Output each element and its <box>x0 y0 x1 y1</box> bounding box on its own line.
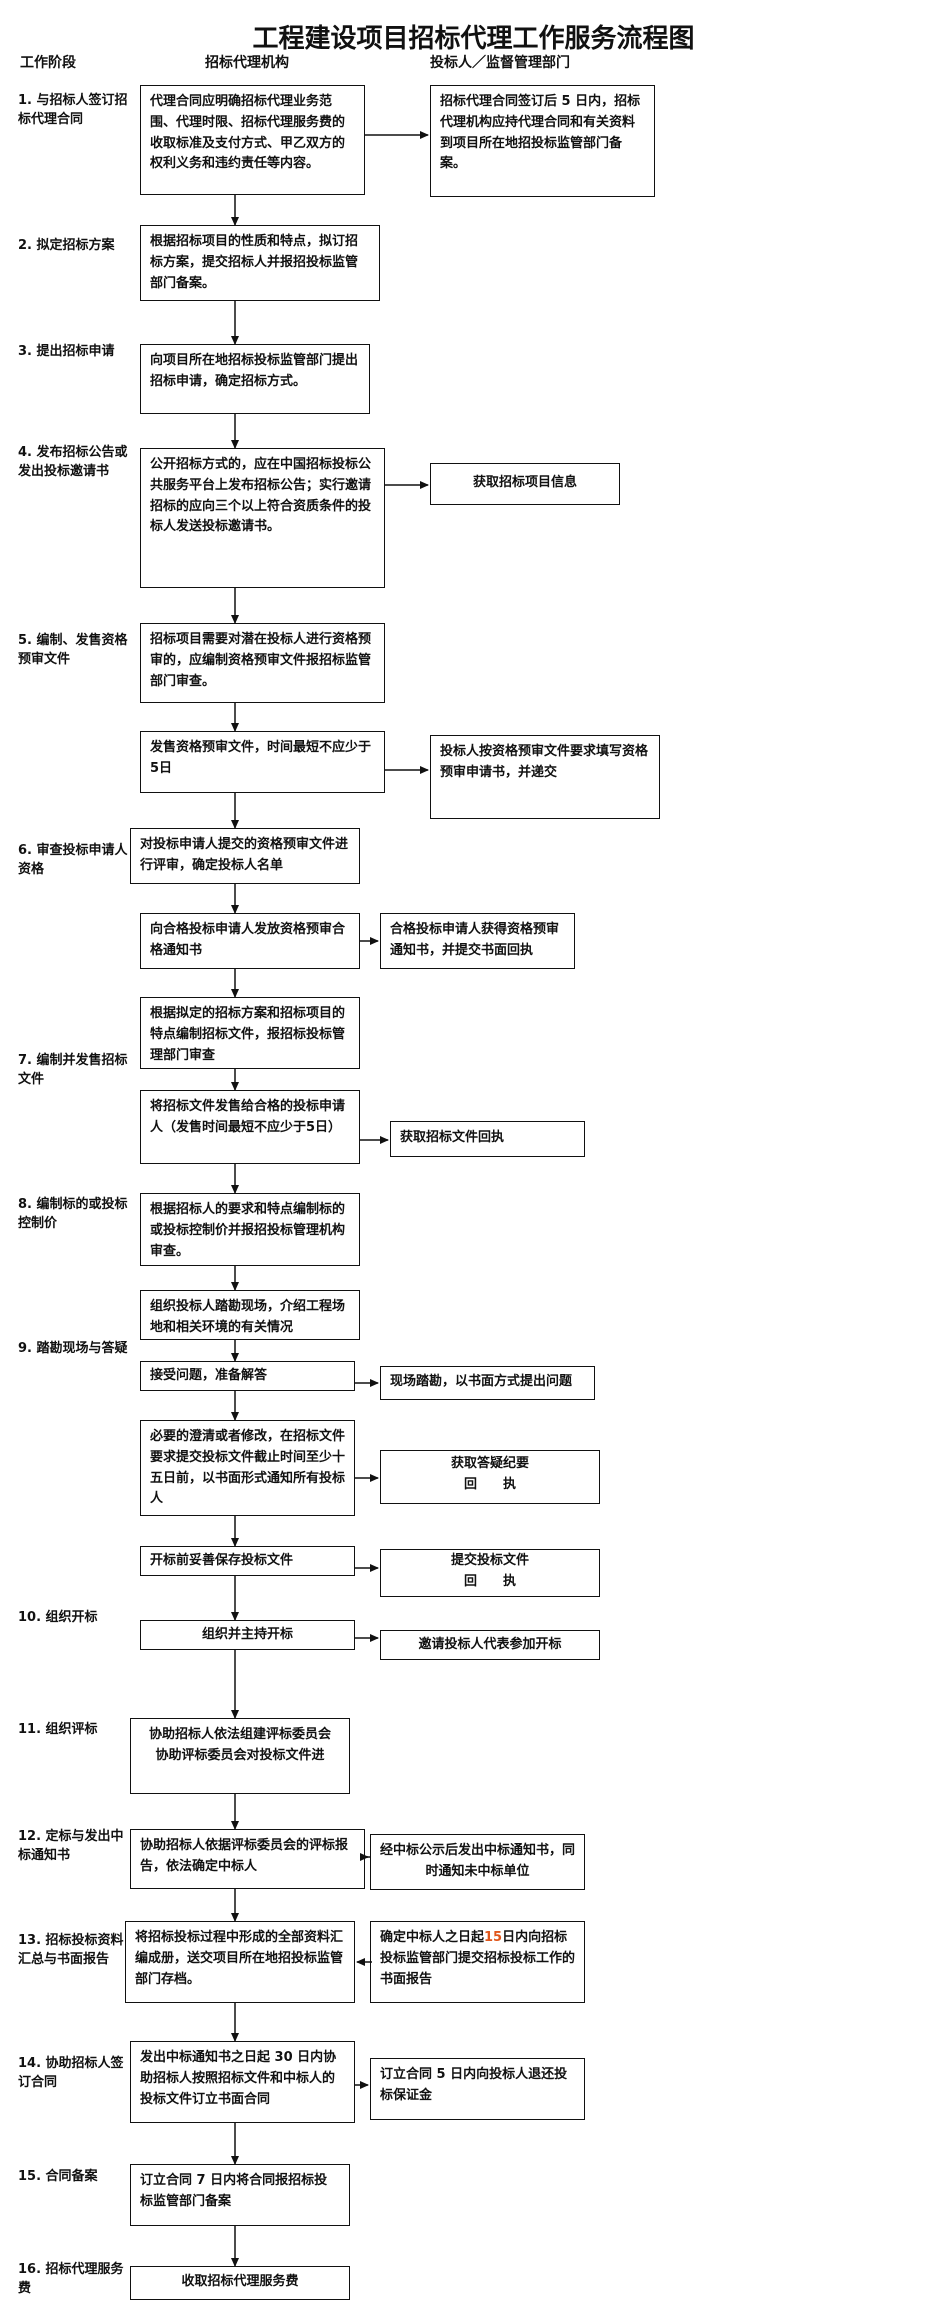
agency-step-box: 组织并主持开标 <box>140 1620 355 1650</box>
owner-step-box: 投标人按资格预审文件要求填写资格预审申请书，并递交 <box>430 735 660 819</box>
agency-step-box: 开标前妥善保存投标文件 <box>140 1546 355 1576</box>
agency-step-box: 协助招标人依法组建评标委员会 协助评标委员会对投标文件进 <box>130 1718 350 1794</box>
agency-step-box: 向项目所在地招标投标监管部门提出招标申请，确定招标方式。 <box>140 344 370 414</box>
agency-step-box: 招标项目需要对潜在投标人进行资格预审的，应编制资格预审文件报招标监管部门审查。 <box>140 623 385 703</box>
page-title: 工程建设项目招标代理工作服务流程图 <box>252 24 695 54</box>
stage-label: 13. 招标投标资料汇总与书面报告 <box>18 1933 124 1967</box>
agency-step-box: 根据招标项目的性质和特点，拟订招标方案，提交招标人并报招投标监管部门备案。 <box>140 225 380 301</box>
owner-step-line: 回 执 <box>463 1573 516 1589</box>
agency-step-line: 协助评标委员会对投标文件进 <box>155 1747 325 1763</box>
agency-step-box: 协助招标人依据评标委员会的评标报告，依法确定中标人 <box>130 1829 365 1889</box>
owner-step-line: 提交投标文件 <box>450 1553 529 1568</box>
owner-step-line: 获取答疑纪要 <box>450 1456 529 1471</box>
owner-step-box: 获取答疑纪要 回 执 <box>380 1450 600 1504</box>
stage-label: 12. 定标与发出中标通知书 <box>18 1829 124 1863</box>
agency-step-box: 组织投标人踏勘现场，介绍工程场地和相关环境的有关情况 <box>140 1290 360 1340</box>
stage-label: 2. 拟定招标方案 <box>18 238 115 253</box>
agency-step-box: 发出中标通知书之日起 30 日内协助招标人按照招标文件和中标人的投标文件订立书面… <box>130 2041 355 2123</box>
stage-label: 8. 编制标的或投标控制价 <box>18 1197 128 1231</box>
column-header-agency: 招标代理机构 <box>205 55 289 71</box>
owner-step-box: 邀请投标人代表参加开标 <box>380 1630 600 1660</box>
stage-label: 4. 发布招标公告或发出投标邀请书 <box>18 445 128 479</box>
agency-step-box: 收取招标代理服务费 <box>130 2266 350 2300</box>
agency-step-box: 代理合同应明确招标代理业务范围、代理时限、招标代理服务费的收取标准及支付方式、甲… <box>140 85 365 195</box>
owner-step-box: 现场踏勘，以书面方式提出问题 <box>380 1366 595 1400</box>
owner-step-box: 经中标公示后发出中标通知书，同时通知未中标单位 <box>370 1834 585 1890</box>
owner-step-line: 回 执 <box>463 1476 516 1492</box>
highlight-number: 15 <box>484 1930 503 1945</box>
agency-step-box: 根据拟定的招标方案和招标项目的特点编制招标文件，报招标投标管理部门审查 <box>140 997 360 1069</box>
stage-label: 9. 踏勘现场与答疑 <box>18 1341 128 1356</box>
owner-step-box: 获取招标项目信息 <box>430 463 620 505</box>
agency-step-box: 对投标申请人提交的资格预审文件进行评审，确定投标人名单 <box>130 828 360 884</box>
stage-label: 10. 组织开标 <box>18 1610 98 1625</box>
owner-step-text: 确定中标人之日起 <box>380 1930 485 1945</box>
agency-step-box: 发售资格预审文件，时间最短不应少于5日 <box>140 731 385 793</box>
owner-step-box: 招标代理合同签订后 5 日内，招标代理机构应持代理合同和有关资料到项目所在地招投… <box>430 85 655 197</box>
owner-step-box: 获取招标文件回执 <box>390 1121 585 1157</box>
agency-step-box: 根据招标人的要求和特点编制标的或投标控制价并报招投标管理机构审查。 <box>140 1193 360 1266</box>
agency-step-box: 订立合同 7 日内将合同报招标投标监管部门备案 <box>130 2164 350 2226</box>
stage-label: 1. 与招标人签订招标代理合同 <box>18 93 128 127</box>
owner-step-text: 日内向招标投标监管部门提交招标投标工作的书面报告 <box>380 1930 576 1987</box>
agency-step-box: 向合格投标申请人发放资格预审合格通知书 <box>140 913 360 969</box>
stage-label: 16. 招标代理服务费 <box>18 2262 124 2296</box>
owner-step-box: 订立合同 5 日内向投标人退还投标保证金 <box>370 2058 585 2120</box>
agency-step-box: 将招标文件发售给合格的投标申请人（发售时间最短不应少于5日） <box>140 1090 360 1164</box>
agency-step-box: 必要的澄清或者修改，在招标文件要求提交投标文件截止时间至少十五日前，以书面形式通… <box>140 1420 355 1516</box>
stage-label: 6. 审查投标申请人资格 <box>18 843 128 877</box>
agency-step-line: 协助招标人依法组建评标委员会 <box>148 1727 331 1742</box>
stage-label: 5. 编制、发售资格预审文件 <box>18 633 128 667</box>
agency-step-box: 接受问题，准备解答 <box>140 1361 355 1391</box>
stage-label: 3. 提出招标申请 <box>18 344 115 359</box>
column-header-stage: 工作阶段 <box>20 55 76 71</box>
column-header-owner: 投标人／监督管理部门 <box>430 55 570 71</box>
owner-step-box: 提交投标文件 回 执 <box>380 1549 600 1597</box>
owner-step-box: 合格投标申请人获得资格预审通知书，并提交书面回执 <box>380 913 575 969</box>
agency-step-box: 将招标投标过程中形成的全部资料汇编成册，送交项目所在地招投标监管部门存档。 <box>125 1921 355 2003</box>
stage-label: 14. 协助招标人签订合同 <box>18 2056 124 2090</box>
stage-label: 11. 组织评标 <box>18 1722 98 1737</box>
agency-step-box: 公开招标方式的，应在中国招标投标公共服务平台上发布招标公告；实行邀请招标的应向三… <box>140 448 385 588</box>
stage-label: 15. 合同备案 <box>18 2169 98 2184</box>
owner-step-box: 确定中标人之日起15日内向招标投标监管部门提交招标投标工作的书面报告 <box>370 1921 585 2003</box>
stage-label: 7. 编制并发售招标文件 <box>18 1053 128 1087</box>
